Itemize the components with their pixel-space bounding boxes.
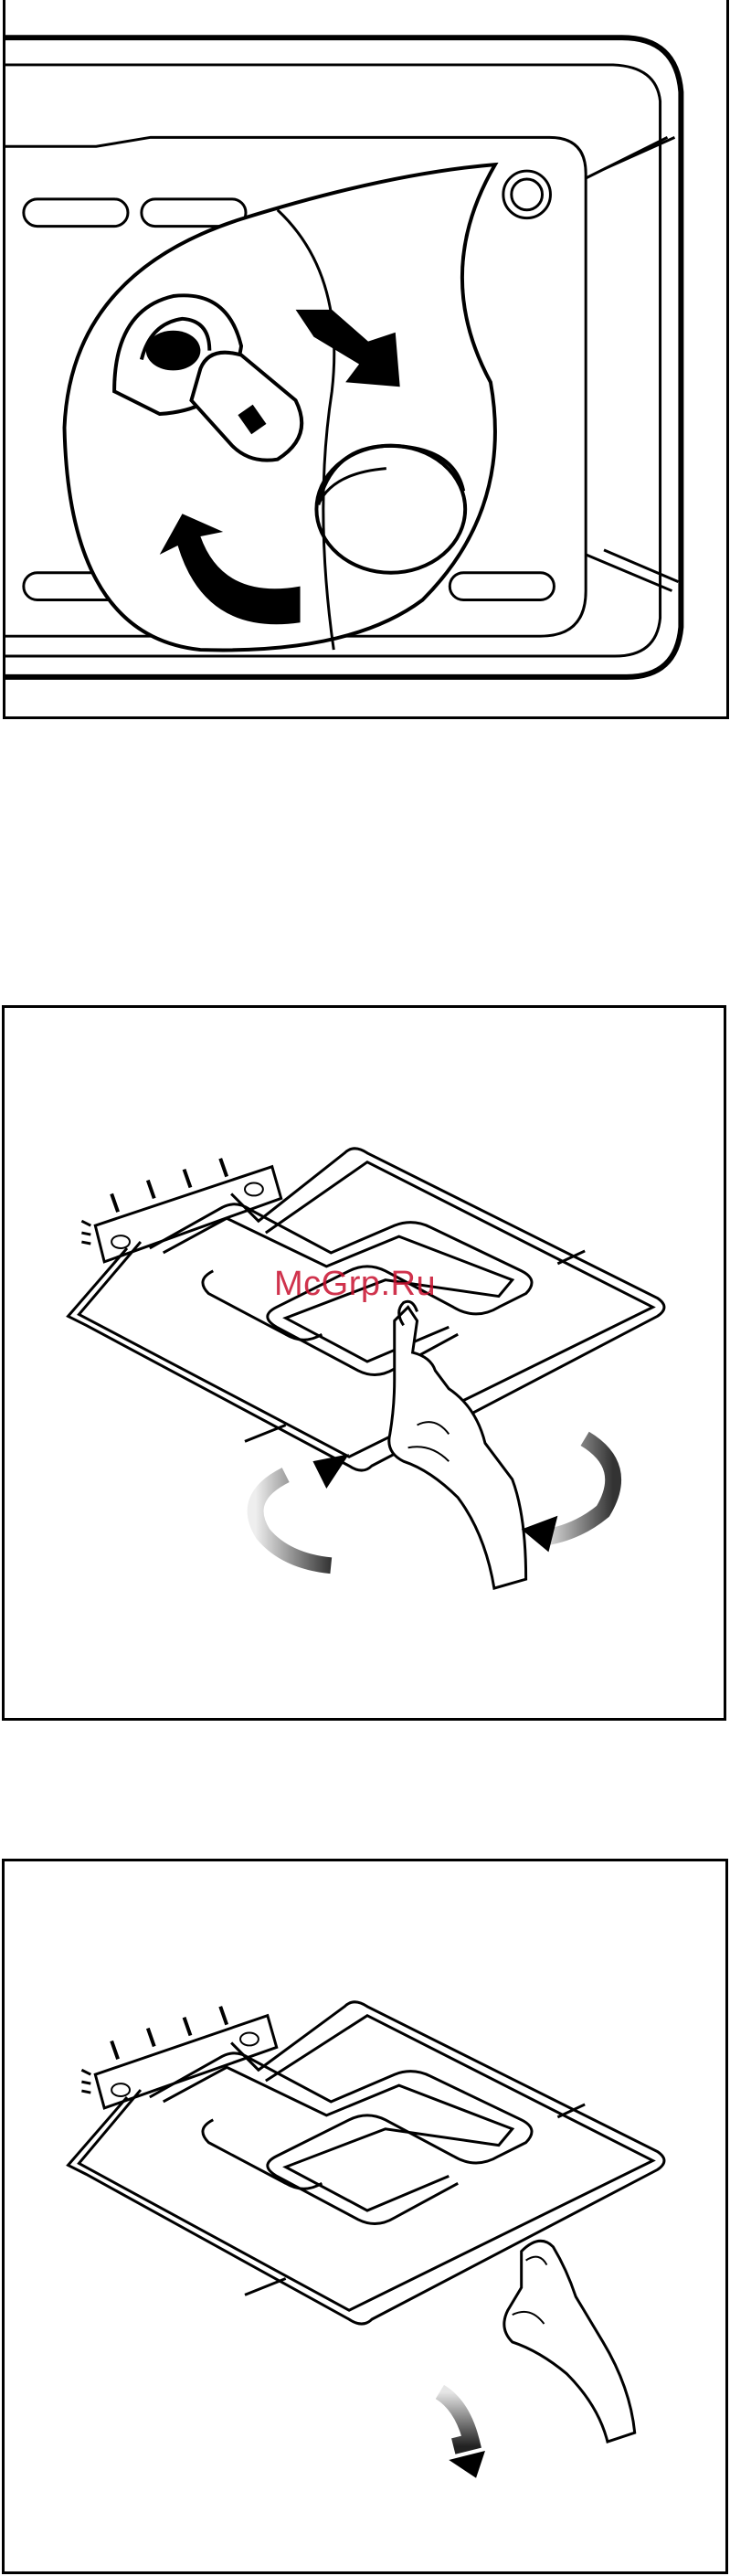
push-direction-icon — [312, 1454, 349, 1489]
grill-unscrew-illustration — [5, 1008, 724, 1718]
hand-icon — [504, 2241, 635, 2442]
figure-grill-element-lower — [2, 1859, 728, 2574]
hand-icon — [389, 1301, 526, 1588]
lamp-replacement-illustration — [5, 0, 726, 716]
vent-slot — [24, 199, 128, 227]
heating-element-icon — [69, 1149, 664, 1470]
heating-element-icon — [69, 2002, 664, 2324]
lamp-cover-icon — [316, 446, 465, 573]
watermark-text: McGrp.Ru — [274, 1265, 436, 1304]
rotate-anticlockwise-arrow-icon — [256, 1475, 332, 1565]
grill-lower-illustration — [5, 1861, 725, 2571]
figure-lamp-replacement — [3, 0, 729, 719]
vent-slot — [450, 573, 554, 600]
figure-grill-element-unscrew — [2, 1005, 726, 1721]
down-arrow-icon — [439, 2392, 485, 2478]
